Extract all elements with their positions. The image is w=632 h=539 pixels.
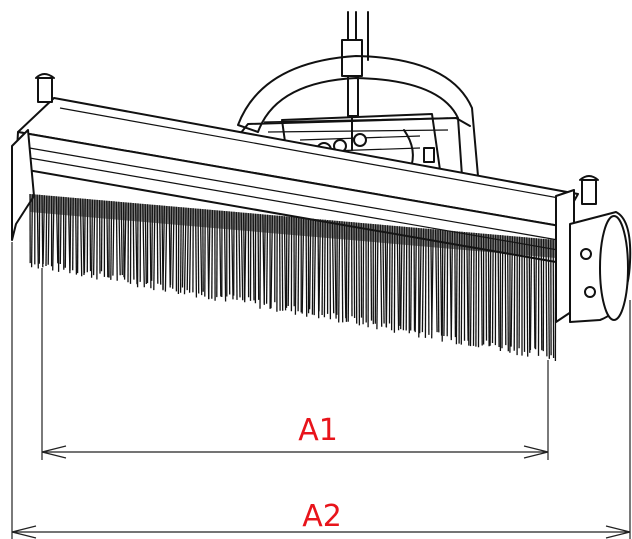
bristle-tuft [475, 232, 478, 347]
bristle-tuft [472, 232, 475, 346]
a1-arrow-right [523, 445, 549, 459]
a1-label: A1 [298, 413, 338, 448]
bristle-tuft [533, 238, 536, 349]
bristle-tuft [466, 232, 469, 341]
bristle-tuft [460, 231, 463, 345]
bristle-tuft [518, 236, 521, 349]
bristle-tuft [497, 234, 500, 348]
bristle-tuft [510, 236, 514, 347]
a2-arrow-left [11, 525, 37, 539]
a2-label: A2 [302, 499, 342, 534]
bristle-tuft [529, 237, 533, 351]
bristle-tuft [487, 234, 490, 347]
bristle-tuft [458, 231, 461, 344]
bristle-tuft [424, 228, 427, 338]
bristle-tuft [501, 235, 504, 349]
brush-bristles [29, 193, 557, 362]
bristle-tuft [504, 235, 507, 346]
bristle-tuft [455, 231, 458, 345]
bristle-tuft [545, 239, 548, 357]
a1-arrow-left [41, 445, 67, 459]
bristle-tuft [441, 230, 444, 342]
brush-core-band [30, 194, 556, 258]
bristle-tuft [431, 229, 434, 339]
bristle-tuft [506, 235, 509, 352]
bristle-tuft [534, 238, 538, 350]
bristle-tuft [526, 237, 529, 357]
bristle-tuft [491, 234, 494, 344]
bristle-tuft [469, 232, 473, 347]
bristle-tuft [528, 237, 531, 353]
bristle-tuft [480, 233, 483, 346]
bristle-tuft [489, 234, 492, 346]
a2-arrow-right [605, 525, 631, 539]
bristle-tuft [513, 236, 516, 351]
bristle-tuft [540, 238, 543, 351]
bristle-tuft [547, 239, 550, 359]
sweeper-housing [11, 73, 632, 323]
dimension-lines [11, 242, 631, 539]
